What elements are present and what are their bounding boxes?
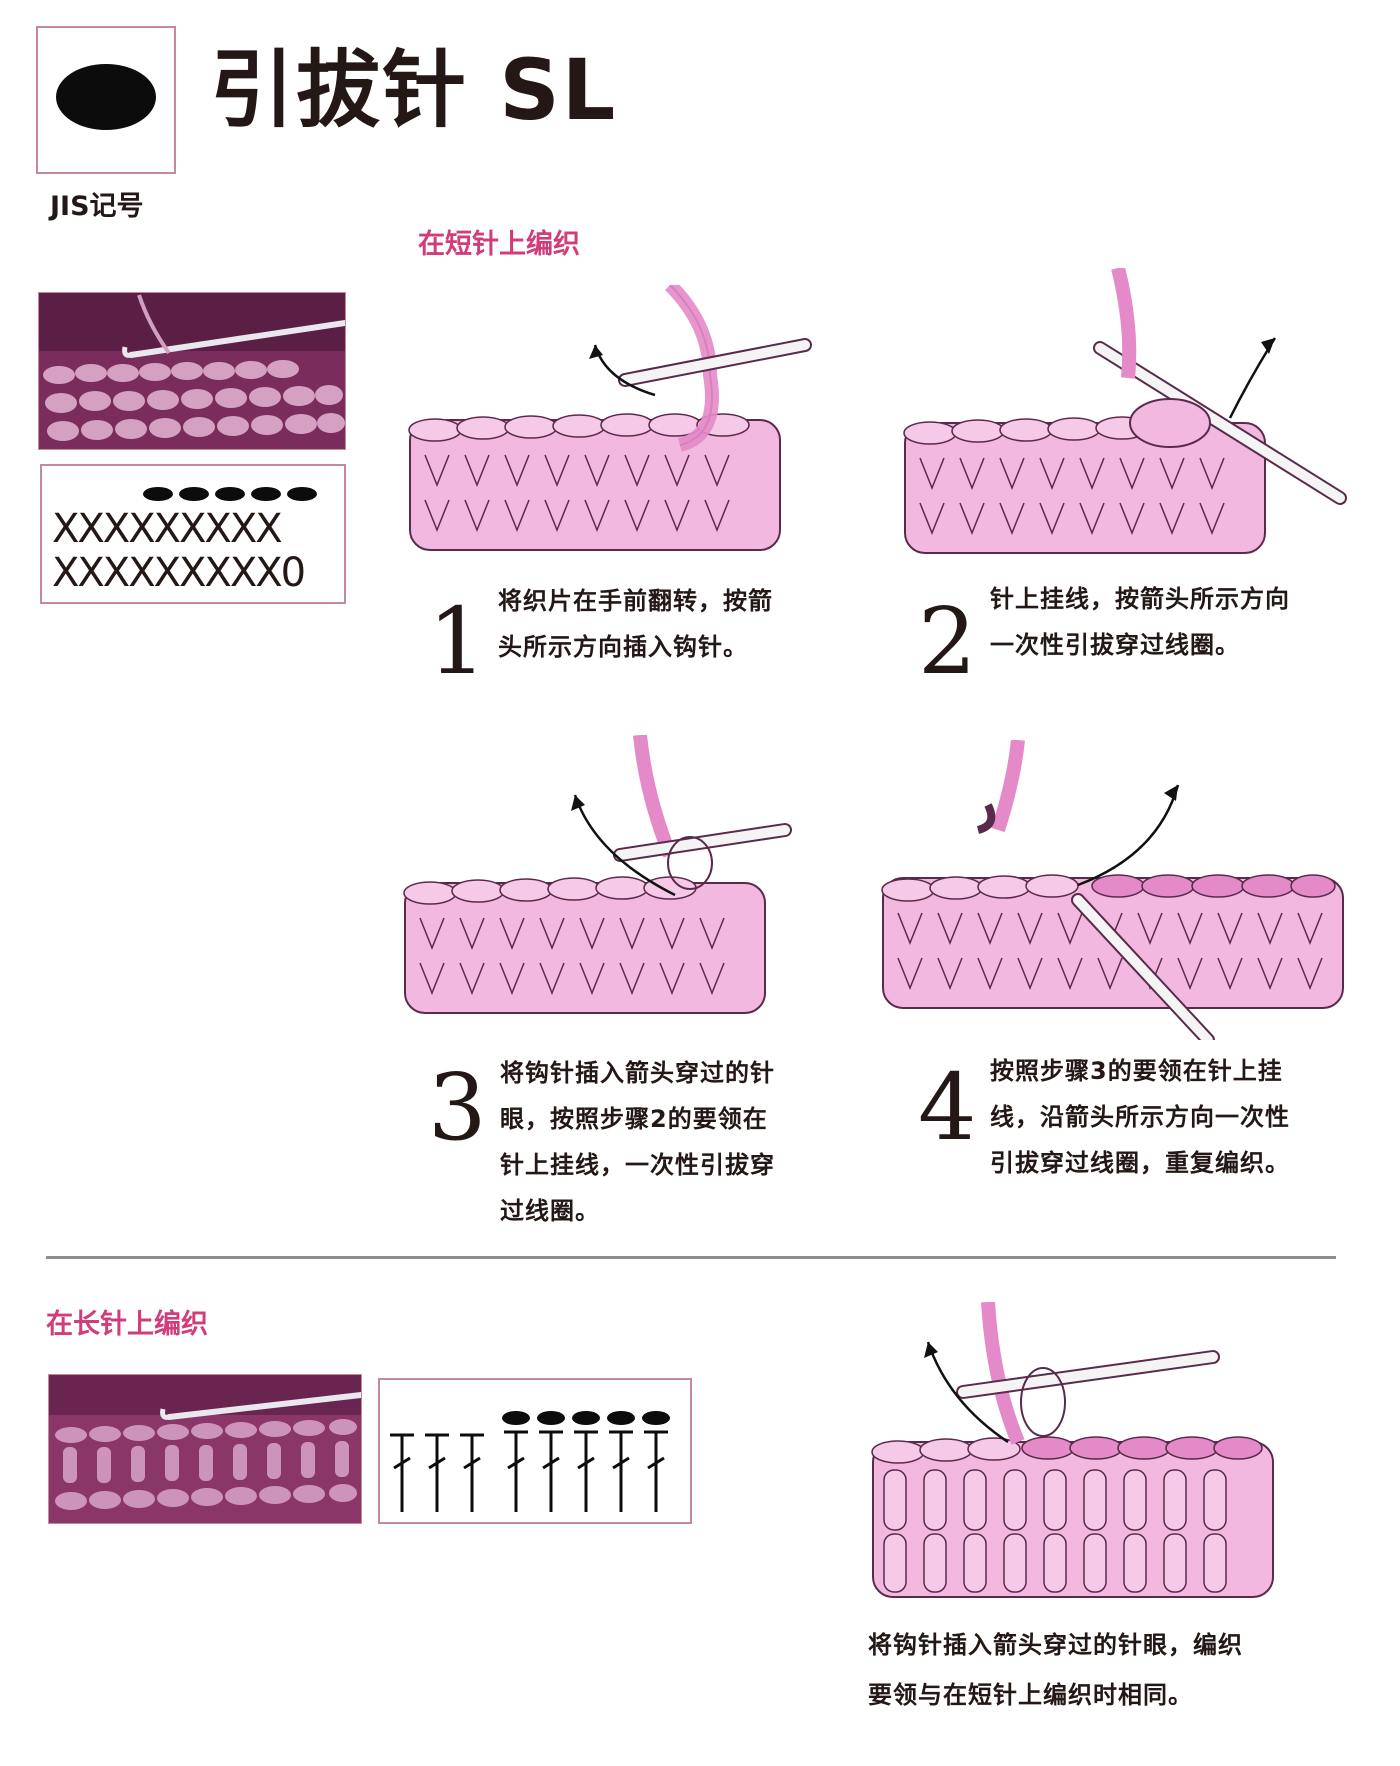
step-4-line-1: 按照步骤3的要领在针上挂: [990, 1057, 1283, 1085]
slip-stitch-symbols-row: [143, 487, 317, 501]
long-stitch-caption-line-1: 将钩针插入箭头穿过的针眼，编织: [868, 1631, 1243, 1659]
step-2-number: 2: [918, 588, 977, 695]
step-1-line-1: 将织片在手前翻转，按箭: [498, 587, 773, 615]
long-stitch-symbols: [390, 1411, 670, 1512]
step-2-text: 针上挂线，按箭头所示方向 一次性引拔穿过线圈。: [990, 576, 1360, 668]
long-stitch-caption-line-2: 要领与在短针上编织时相同。: [868, 1681, 1193, 1709]
step-3-line-3: 针上挂线，一次性引拔穿: [500, 1151, 775, 1179]
photo-long-stitch: [48, 1374, 362, 1524]
jis-symbol-box: [36, 26, 176, 174]
step-2-line-2: 一次性引拔穿过线圈。: [990, 631, 1240, 659]
page-title: 引拔针 SL: [210, 41, 618, 139]
step-2-illustration: [903, 268, 1347, 554]
jis-symbol-caption: JIS记号: [50, 191, 144, 222]
step-3-number: 3: [428, 1054, 487, 1161]
section-label-short-stitch: 在短针上编织: [418, 229, 580, 260]
slip-stitch-symbol-icon: [56, 64, 156, 130]
step-3-line-1: 将钩针插入箭头穿过的针: [500, 1059, 775, 1087]
step-2-line-1: 针上挂线，按箭头所示方向: [990, 585, 1290, 613]
step-3-line-2: 眼，按照步骤2的要领在: [500, 1105, 768, 1133]
step-4-number: 4: [918, 1054, 977, 1161]
step-1-number: 1: [428, 588, 487, 695]
step-3-illustration: [403, 735, 792, 1014]
step-3-text: 将钩针插入箭头穿过的针 眼，按照步骤2的要领在 针上挂线，一次性引拔穿 过线圈。: [500, 1050, 820, 1234]
step-1-line-2: 头所示方向插入钩针。: [498, 633, 748, 661]
long-stitch-illustration: [871, 1302, 1274, 1598]
photo-short-stitch: [38, 292, 346, 450]
long-stitch-caption: 将钩针插入箭头穿过的针眼，编织 要领与在短针上编织时相同。: [868, 1620, 1338, 1720]
step-4-line-2: 线，沿箭头所示方向一次性: [990, 1103, 1290, 1131]
stitch-chart-long-stitch: [378, 1378, 692, 1524]
section-label-long-stitch: 在长针上编织: [46, 1309, 208, 1340]
step-3-line-4: 过线圈。: [500, 1197, 600, 1225]
chart-row-top: XXXXXXXXX: [52, 506, 283, 552]
section-divider: [46, 1256, 1336, 1259]
photo-short-stitch-image: [39, 293, 345, 449]
step-4-illustration: [881, 740, 1344, 1040]
photo-long-stitch-image: [49, 1375, 361, 1523]
step-1-illustration: [408, 285, 812, 551]
chart-row-bottom: XXXXXXXXX0: [52, 550, 306, 596]
step-4-text: 按照步骤3的要领在针上挂 线，沿箭头所示方向一次性 引拔穿过线圈，重复编织。: [990, 1048, 1370, 1186]
stitch-chart-short-stitch: XXXXXXXXX XXXXXXXXX0: [40, 464, 346, 604]
step-4-line-3: 引拔穿过线圈，重复编织。: [990, 1149, 1290, 1177]
step-1-text: 将织片在手前翻转，按箭 头所示方向插入钩针。: [498, 578, 818, 670]
